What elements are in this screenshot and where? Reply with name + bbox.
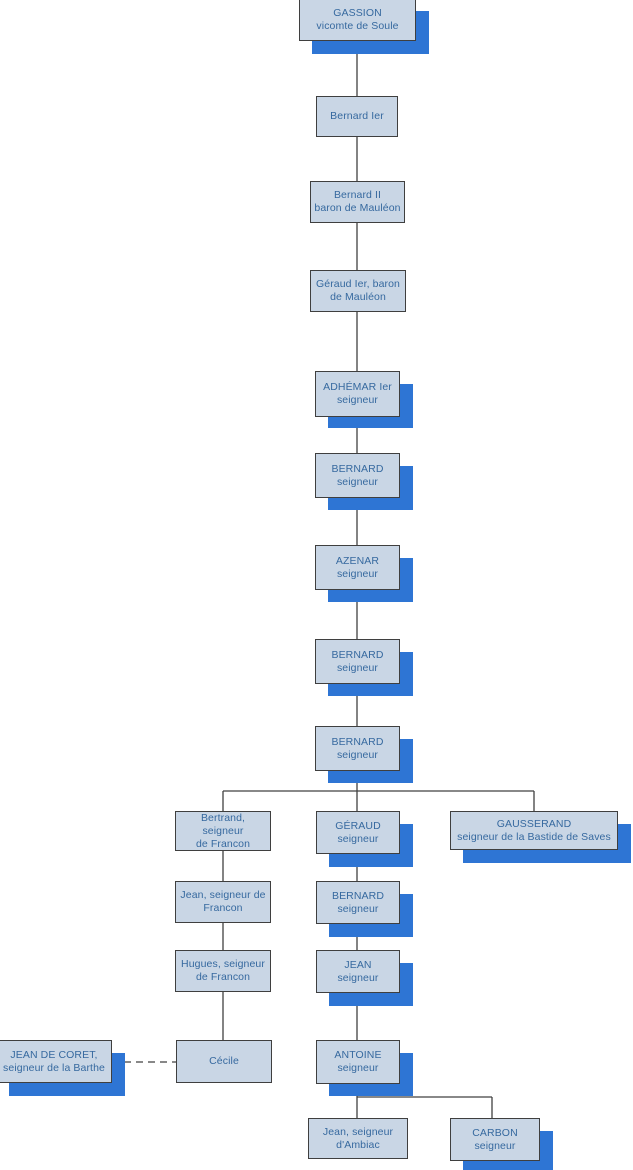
node-bernard_3[interactable]: BERNARD seigneur <box>315 726 400 771</box>
node-label-bernard_3: BERNARD seigneur <box>331 735 384 761</box>
node-label-bernard_2: BERNARD seigneur <box>331 648 384 674</box>
node-label-bernard_ii: Bernard II baron de Mauléon <box>314 189 401 214</box>
node-geraud_seig[interactable]: GÉRAUD seigneur <box>316 811 400 854</box>
node-jean_seig[interactable]: JEAN seigneur <box>316 950 400 993</box>
node-label-geraud_ier: Géraud Ier, baron de Mauléon <box>315 278 400 303</box>
node-bernard_4[interactable]: BERNARD seigneur <box>316 881 400 924</box>
node-hugues_fr[interactable]: Hugues, seigneur de Francon <box>175 950 271 992</box>
node-gassion[interactable]: GASSION vicomte de Soule <box>299 0 416 41</box>
node-label-gassion: GASSION vicomte de Soule <box>316 6 399 32</box>
node-label-bernard_1: BERNARD seigneur <box>331 462 384 488</box>
node-label-cecile: Cécile <box>209 1055 239 1067</box>
node-label-bernard_ier: Bernard Ier <box>330 110 384 122</box>
node-label-hugues_fr: Hugues, seigneur de Francon <box>181 958 265 983</box>
node-adhemar_ier[interactable]: ADHÉMAR Ier seigneur <box>315 371 400 417</box>
node-azenar[interactable]: AZENAR seigneur <box>315 545 400 590</box>
node-label-jean_coret: JEAN DE CORET, seigneur de la Barthe <box>3 1048 105 1074</box>
node-geraud_ier[interactable]: Géraud Ier, baron de Mauléon <box>310 270 406 312</box>
node-cecile[interactable]: Cécile <box>176 1040 272 1083</box>
node-label-bernard_4: BERNARD seigneur <box>331 889 385 915</box>
node-jean_fr[interactable]: Jean, seigneur de Francon <box>175 881 271 923</box>
node-label-jean_seig: JEAN seigneur <box>337 958 379 984</box>
node-label-antoine: ANTOINE seigneur <box>334 1049 382 1074</box>
node-bernard_1[interactable]: BERNARD seigneur <box>315 453 400 498</box>
node-label-gausserand: GAUSSERAND seigneur de la Bastide de Sav… <box>457 817 611 843</box>
node-jean_ambiac[interactable]: Jean, seigneur d'Ambiac <box>308 1118 408 1159</box>
node-gausserand[interactable]: GAUSSERAND seigneur de la Bastide de Sav… <box>450 811 618 850</box>
node-bernard_ii[interactable]: Bernard II baron de Mauléon <box>310 181 405 223</box>
node-jean_coret[interactable]: JEAN DE CORET, seigneur de la Barthe <box>0 1040 112 1083</box>
node-label-jean_ambiac: Jean, seigneur d'Ambiac <box>322 1125 394 1151</box>
node-antoine[interactable]: ANTOINE seigneur <box>316 1040 400 1084</box>
node-label-adhemar_ier: ADHÉMAR Ier seigneur <box>323 381 392 406</box>
node-label-bertrand_fr: Bertrand, seigneur de Francon <box>195 811 251 850</box>
node-carbon[interactable]: CARBON seigneur <box>450 1118 540 1161</box>
node-label-jean_fr: Jean, seigneur de Francon <box>180 889 266 914</box>
node-label-azenar: AZENAR seigneur <box>335 554 380 580</box>
node-label-geraud_seig: GÉRAUD seigneur <box>335 819 381 845</box>
node-bernard_2[interactable]: BERNARD seigneur <box>315 639 400 684</box>
node-bernard_ier[interactable]: Bernard Ier <box>316 96 398 137</box>
node-label-carbon: CARBON seigneur <box>472 1126 518 1152</box>
node-bertrand_fr[interactable]: Bertrand, seigneur de Francon <box>175 811 271 851</box>
